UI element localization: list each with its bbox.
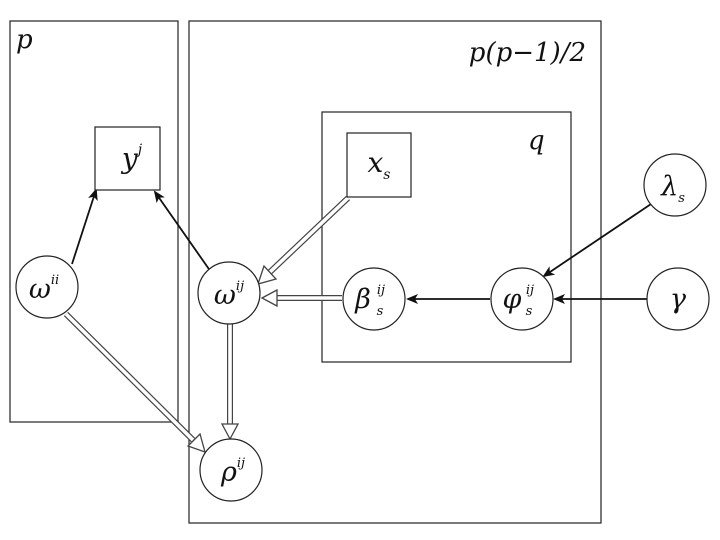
phi-sup: ij — [526, 283, 534, 298]
node-beta-s-ij: β ij s — [342, 267, 406, 331]
beta-sup: ij — [377, 283, 385, 298]
edges — [63, 188, 655, 454]
svg-text:ρij: ρij — [220, 456, 245, 488]
node-gamma: γ — [646, 267, 710, 331]
edge-omega-ii-to-rho — [63, 311, 206, 454]
x-s-base: x — [368, 146, 384, 179]
lambda-base: λ — [660, 171, 678, 202]
phi-base: φ — [503, 284, 522, 315]
y-j-sup: j — [135, 142, 143, 158]
svg-text:xs: xs — [368, 146, 391, 183]
edge-omega-ij-to-rho — [220, 324, 240, 441]
plate-p: p — [9, 20, 179, 423]
plate-pairs-label: p(p−1)/2 — [469, 38, 586, 68]
node-y-j: yj — [94, 126, 161, 191]
x-s-sub: s — [383, 167, 390, 183]
node-omega-ij: ωij — [197, 261, 261, 325]
svg-text:ωii: ωii — [29, 273, 59, 305]
node-omega-ii: ωii — [15, 255, 79, 319]
omega-ii-base: ω — [29, 274, 51, 305]
plate-pairs: p(p−1)/2 — [188, 20, 602, 524]
beta-base: β — [354, 284, 371, 315]
node-lambda-s: λs — [643, 153, 707, 217]
omega-ij-sup: ij — [236, 279, 244, 294]
edge-x-to-omega-ij — [256, 195, 351, 285]
rho-ij-base: ρ — [220, 457, 237, 488]
plate-q: q — [321, 111, 572, 363]
gamma-base: γ — [670, 284, 687, 315]
edge-beta-to-omega-ij — [260, 288, 342, 308]
lambda-sub: s — [678, 191, 685, 206]
y-j-base: y — [120, 142, 139, 175]
edge-omega-ii-to-y — [71, 188, 98, 265]
node-phi-s-ij: φ ij s — [490, 267, 554, 331]
phi-sub: s — [526, 304, 533, 319]
beta-sub: s — [377, 304, 384, 319]
omega-ij-base: ω — [214, 280, 236, 311]
node-rho-ij: ρij — [199, 438, 263, 502]
svg-text:yj: yj — [120, 142, 143, 175]
edge-lambda-to-phi — [542, 201, 655, 278]
plate-q-label: q — [528, 126, 545, 156]
edge-omega-ij-to-y — [153, 190, 212, 273]
svg-text:ωij: ωij — [214, 279, 244, 311]
rho-ij-sup: ij — [237, 456, 245, 471]
node-x-s: xs — [346, 132, 412, 198]
svg-text:λs: λs — [660, 171, 685, 206]
plate-p-label: p — [16, 25, 33, 55]
omega-ii-sup: ii — [51, 273, 59, 288]
